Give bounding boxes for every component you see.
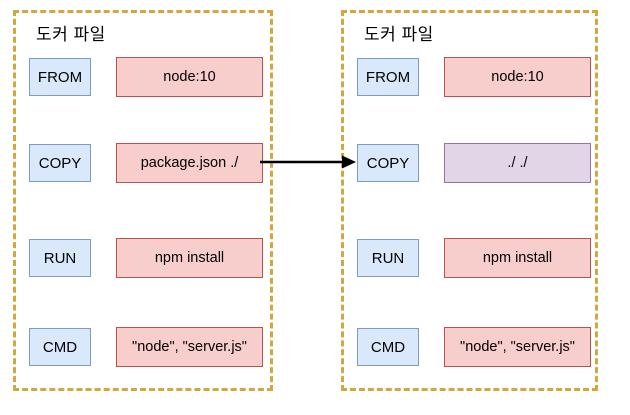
instruction-row-from: FROM node:10	[344, 57, 595, 97]
instruction-value-run: npm install	[116, 238, 263, 278]
dockerfile-panel-left: 도커 파일 FROM node:10 COPY package.json ./ …	[13, 10, 273, 391]
copy-arrow-right-icon	[260, 155, 356, 169]
instruction-label-cmd: CMD	[357, 328, 419, 366]
instruction-label-run: RUN	[29, 239, 91, 277]
instruction-label-from: FROM	[29, 58, 91, 96]
instruction-value-cmd: "node", "server.js"	[444, 327, 591, 367]
instruction-label-copy: COPY	[357, 144, 419, 182]
instruction-row-run: RUN npm install	[344, 238, 595, 278]
instruction-value-cmd: "node", "server.js"	[116, 327, 263, 367]
panel-title: 도커 파일	[36, 25, 106, 44]
dockerfile-panel-right: 도커 파일 FROM node:10 COPY ./ ./ RUN npm in…	[341, 10, 598, 391]
instruction-row-cmd: CMD "node", "server.js"	[16, 327, 270, 367]
instruction-value-run: npm install	[444, 238, 591, 278]
instruction-label-cmd: CMD	[29, 328, 91, 366]
instruction-label-run: RUN	[357, 239, 419, 277]
instruction-row-copy: COPY ./ ./	[344, 143, 595, 183]
instruction-value-from: node:10	[116, 57, 263, 97]
instruction-label-from: FROM	[357, 58, 419, 96]
instruction-value-copy: ./ ./	[444, 143, 591, 183]
panel-title: 도커 파일	[364, 25, 434, 44]
instruction-label-copy: COPY	[29, 144, 91, 182]
instruction-row-copy: COPY package.json ./	[16, 143, 270, 183]
instruction-value-from: node:10	[444, 57, 591, 97]
instruction-value-copy: package.json ./	[116, 143, 263, 183]
instruction-row-from: FROM node:10	[16, 57, 270, 97]
instruction-row-cmd: CMD "node", "server.js"	[344, 327, 595, 367]
instruction-row-run: RUN npm install	[16, 238, 270, 278]
